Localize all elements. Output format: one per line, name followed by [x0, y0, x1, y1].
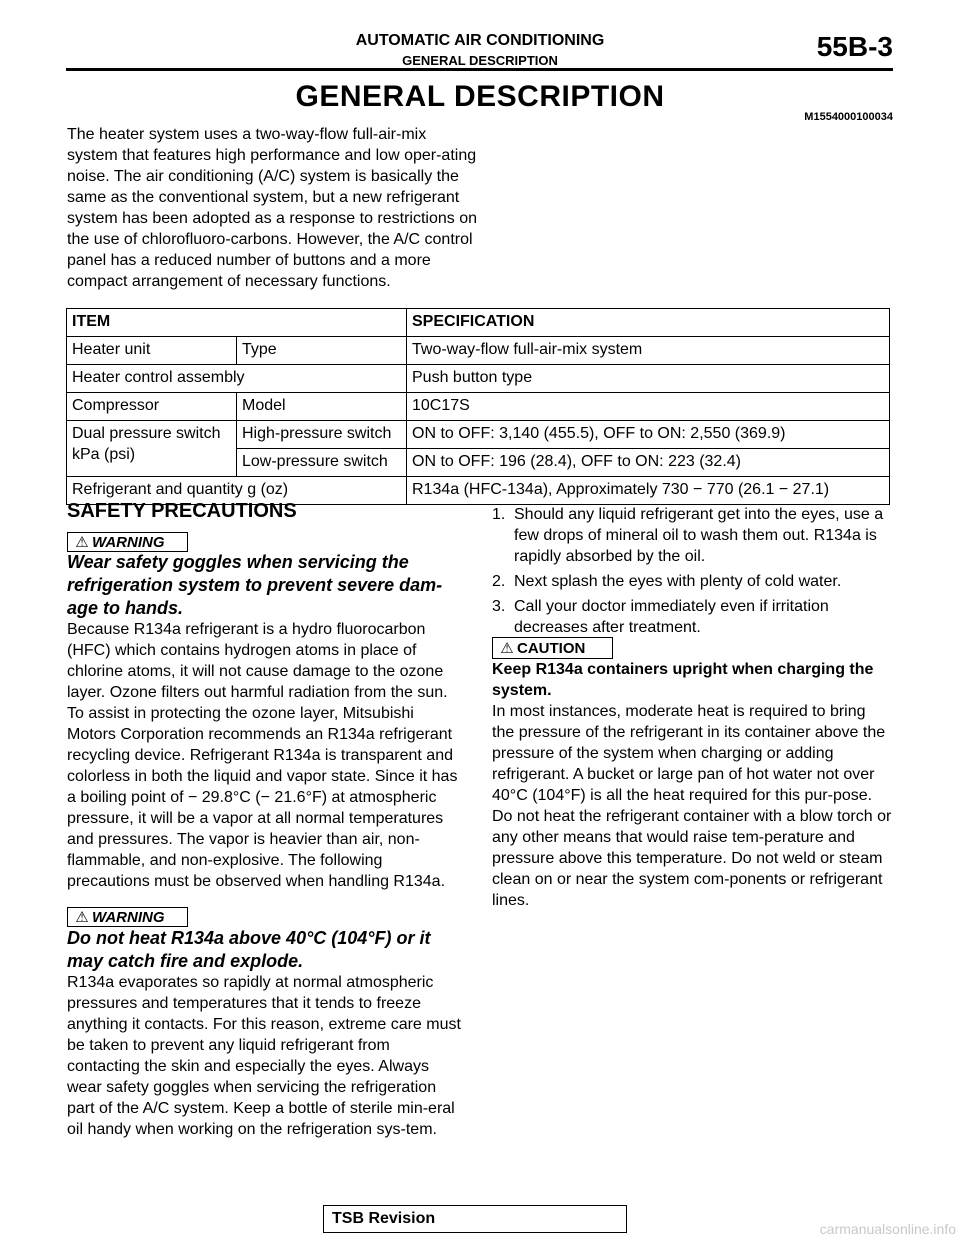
step-number: 2. — [492, 573, 506, 590]
page-number: 55B-3 — [816, 31, 893, 62]
page-title: GENERAL DESCRIPTION — [295, 80, 665, 113]
list-item: 1. Should any liquid refrigerant get into… — [492, 504, 892, 567]
step-text: Should any liquid refrigerant get into t… — [514, 506, 884, 565]
table-cell-sub: High-pressure switch — [236, 420, 407, 449]
warning-triangle-icon: ⚠ — [75, 909, 89, 926]
warning-triangle-icon: ⚠ — [75, 534, 89, 551]
header-subtitle: GENERAL DESCRIPTION — [402, 53, 558, 68]
step-text: Next splash the eyes with plenty of cold… — [514, 573, 842, 590]
precaution-steps: 1. Should any liquid refrigerant get into… — [492, 504, 892, 642]
table-cell-item: Heater control assembly — [66, 364, 407, 393]
table-row: Heater control assembly Push button type — [66, 364, 890, 393]
caution-text: Keep R134a containers upright when charg… — [492, 661, 874, 699]
warning-text: Do not heat R134a above 40°C (104°F) or … — [67, 928, 431, 971]
step-number: 1. — [492, 506, 506, 523]
header-rule — [66, 68, 893, 71]
warning-label-box: ⚠WARNING — [67, 907, 188, 927]
warning-text: Wear safety goggles when servicing the r… — [67, 552, 443, 618]
table-row: Dual pressure switch kPa (psi) High-pres… — [66, 420, 890, 477]
list-item: 3. Call your doctor immediately even if i… — [492, 596, 892, 638]
body-paragraph: In most instances, moderate heat is requ… — [492, 703, 892, 909]
step-text: Call your doctor immediately even if irr… — [514, 598, 829, 636]
table-cell-spec: ON to OFF: 196 (28.4), OFF to ON: 223 (3… — [406, 448, 890, 477]
specification-table: ITEM SPECIFICATION Heater unit Type Two-… — [66, 308, 890, 505]
table-cell-spec: 10C17S — [406, 392, 890, 421]
table-row: Compressor Model 10C17S — [66, 392, 890, 421]
watermark: carmanualsonline.info — [819, 1221, 956, 1237]
table-row: Refrigerant and quantity g (oz) R134a (H… — [66, 476, 890, 505]
table-cell-sub: Low-pressure switch — [236, 448, 407, 477]
table-cell-item: Compressor — [66, 392, 237, 421]
table-cell-item: Heater unit — [66, 336, 237, 365]
list-item: 2. Next splash the eyes with plenty of co… — [492, 571, 892, 592]
document-id: M1554000100034 — [804, 111, 893, 123]
table-cell-spec: Two-way-flow full-air-mix system — [406, 336, 890, 365]
warning-label: WARNING — [92, 534, 165, 551]
step-number: 3. — [492, 598, 506, 615]
warning-label: WARNING — [92, 909, 165, 926]
table-cell-spec: R134a (HFC-134a), Approximately 730 − 77… — [406, 476, 890, 505]
table-cell-item: Refrigerant and quantity g (oz) — [66, 476, 407, 505]
table-header-row: ITEM SPECIFICATION — [66, 308, 890, 337]
table-header-specification: SPECIFICATION — [406, 308, 890, 337]
table-cell-spec: Push button type — [406, 364, 890, 393]
body-paragraph: Because R134a refrigerant is a hydro flu… — [67, 621, 458, 890]
body-paragraph: R134a evaporates so rapidly at normal at… — [67, 974, 461, 1138]
table-row: Heater unit Type Two-way-flow full-air-m… — [66, 336, 890, 365]
caution-triangle-icon: ⚠ — [500, 640, 514, 657]
caution-label-box: ⚠CAUTION — [492, 637, 613, 659]
table-cell-sub: Model — [236, 392, 407, 421]
warning-label-box: ⚠WARNING — [67, 532, 188, 552]
caution-label: CAUTION — [517, 640, 586, 657]
header-title: AUTOMATIC AIR CONDITIONING — [355, 32, 605, 49]
table-cell-item: Dual pressure switch kPa (psi) — [66, 420, 237, 477]
tsb-revision-box: TSB Revision — [323, 1205, 627, 1233]
intro-paragraph: The heater system uses a two-way-flow fu… — [67, 126, 478, 290]
table-header-item: ITEM — [66, 308, 407, 337]
section-title: SAFETY PRECAUTIONS — [67, 500, 297, 522]
table-cell-spec: ON to OFF: 3,140 (455.5), OFF to ON: 2,5… — [406, 420, 890, 449]
table-cell-sub: Type — [236, 336, 407, 365]
